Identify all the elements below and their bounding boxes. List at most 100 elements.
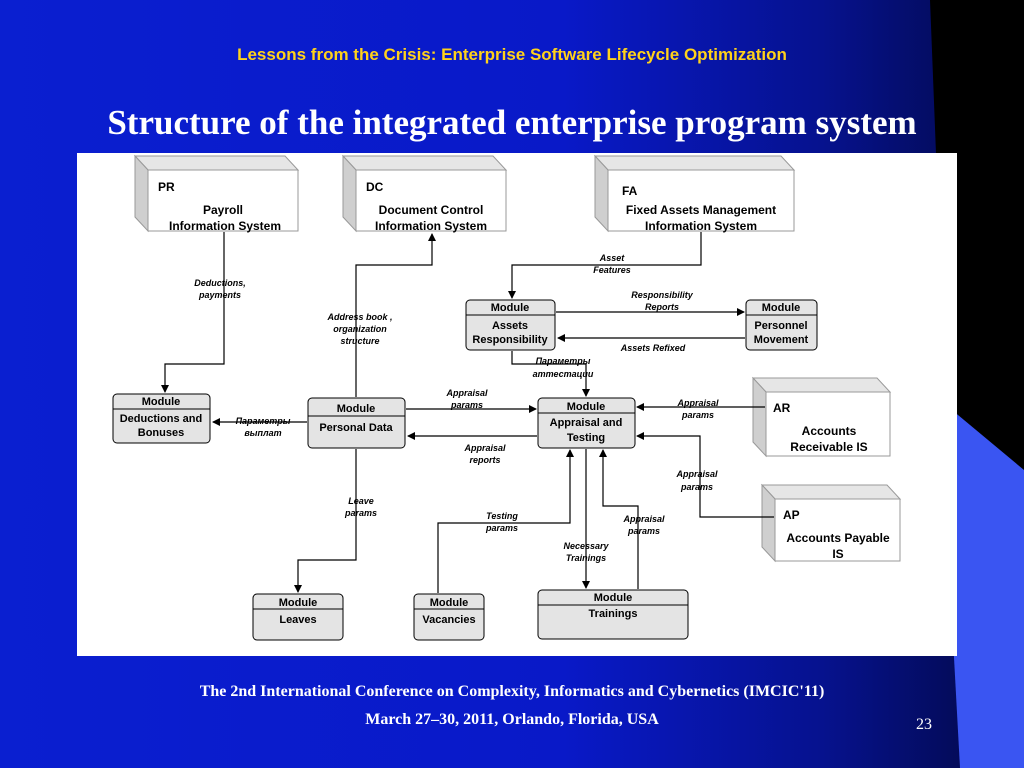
module-deductions-bonuses: Module Deductions and Bonuses: [112, 393, 211, 444]
label-necessary-trainings-1: Necessary: [563, 541, 609, 551]
system-dc-code: DC: [366, 180, 384, 194]
arrow-assets-to-appraisal: [511, 351, 590, 397]
label-responsibility-reports-1: Responsibility: [631, 290, 694, 300]
slide-title: Structure of the integrated enterprise p…: [107, 103, 917, 142]
system-pr-code: PR: [158, 180, 175, 194]
module-appraisal-header: Module: [567, 401, 606, 413]
module-leaves: Module Leaves: [252, 593, 344, 641]
module-trainings-line1: Trainings: [589, 608, 638, 620]
module-deductions-line1: Deductions and: [120, 413, 203, 425]
module-personal-box: [307, 397, 406, 449]
label-assets-refixed: Assets Refixed: [620, 343, 686, 353]
label-asset-features-1: Asset: [599, 253, 626, 263]
label-leave-params-2: params: [344, 508, 377, 518]
arrow-pr-to-deductions: [161, 232, 225, 393]
module-personnel-movement: Module Personnel Movement: [745, 299, 818, 351]
system-fa-top: [593, 155, 796, 171]
arrow-ap-to-appraisal: [636, 432, 774, 518]
label-appraisal-params-ar-1: Appraisal: [676, 398, 719, 408]
system-ap-face: [774, 498, 901, 562]
module-leaves-header: Module: [279, 597, 318, 609]
label-testing-params-2: params: [485, 523, 518, 533]
label-asset-features-2: Features: [593, 265, 631, 275]
label-deductions-payments-1: Deductions,: [194, 278, 246, 288]
label-appraisal-params-tr-2: params: [627, 526, 660, 536]
module-assets-box: [465, 299, 556, 351]
module-appraisal-line1: Appraisal and: [550, 417, 623, 429]
module-personal-line1: Personal Data: [319, 422, 393, 434]
label-address-book-1: Address book ,: [326, 312, 392, 322]
module-assets-line1: Assets: [492, 320, 528, 332]
module-leaves-line1: Leaves: [279, 614, 316, 626]
arrow-personal-to-leaves: [294, 449, 357, 593]
system-fa-side: [594, 154, 609, 233]
system-dc-line1: Document Control: [379, 203, 484, 217]
module-deductions-line2: Bonuses: [138, 427, 184, 439]
label-responsibility-reports-2: Reports: [645, 302, 679, 312]
module-personnel-line1: Personnel: [754, 320, 807, 332]
module-deductions-box: [112, 393, 211, 444]
arrow-vacancies-to-appraisal: [437, 449, 574, 593]
module-personnel-header: Module: [762, 302, 801, 314]
system-fa: FA Fixed Assets Management Information S…: [593, 154, 796, 233]
label-testing-params-1: Testing: [486, 511, 518, 521]
module-personal-data: Module Personal Data: [307, 397, 406, 449]
label-appraisal-params-ap-1: Appraisal: [675, 469, 718, 479]
system-ap-line1: Accounts Payable: [786, 531, 890, 545]
label-params-payments-2: выплат: [244, 428, 281, 438]
label-necessary-trainings-2: Trainings: [566, 553, 606, 563]
light-wedge-shape: [940, 400, 1024, 768]
system-ap-code: AP: [783, 508, 800, 522]
system-fa-code: FA: [622, 184, 638, 198]
module-trainings: Module Trainings: [537, 589, 689, 640]
module-personnel-line2: Movement: [754, 334, 809, 346]
system-dc-top: [341, 155, 508, 171]
module-appraisal-box: [537, 397, 636, 449]
diagram-panel: PR Payroll Information System DC Documen…: [77, 153, 957, 656]
module-personnel-box: [745, 299, 818, 351]
label-leave-params-1: Leave: [348, 496, 374, 506]
footer-conference: The 2nd International Conference on Comp…: [199, 683, 825, 700]
system-pr-face: [147, 169, 299, 232]
system-pr-line1: Payroll: [203, 203, 243, 217]
system-ar-face: [765, 391, 891, 457]
label-params-payments-1: Параметры: [236, 416, 291, 426]
module-vacancies-header: Module: [430, 597, 469, 609]
arrow-trainings-to-appraisal: [599, 449, 639, 589]
arrow-fa-to-assets: [508, 232, 702, 299]
system-ap: AP Accounts Payable IS: [760, 483, 902, 563]
system-pr: PR Payroll Information System: [133, 154, 300, 233]
system-structure-diagram: PR Payroll Information System DC Documen…: [112, 154, 902, 641]
module-appraisal-line2: Testing: [567, 432, 605, 444]
system-fa-face: [607, 169, 795, 232]
system-ar-code: AR: [773, 401, 791, 415]
module-assets-header: Module: [491, 302, 530, 314]
slide-header: Lessons from the Crisis: Enterprise Soft…: [237, 45, 787, 64]
system-ar-side: [752, 376, 767, 458]
label-appraisal-params-left-1: Appraisal: [445, 388, 488, 398]
system-fa-line2: Information System: [645, 219, 757, 233]
arrow-personal-to-dc: [355, 233, 436, 397]
module-vacancies-line1: Vacancies: [422, 614, 475, 626]
system-ar: AR Accounts Receivable IS: [751, 376, 892, 458]
label-params-attest-2: аттестации: [533, 369, 594, 379]
label-address-book-2: organization: [333, 324, 387, 334]
label-appraisal-reports-1: Appraisal: [463, 443, 506, 453]
system-dc-face: [355, 169, 507, 232]
label-params-attest-1: Параметры: [536, 356, 591, 366]
module-trainings-box: [537, 589, 689, 640]
module-vacancies: Module Vacancies: [413, 593, 485, 641]
module-deductions-header: Module: [142, 396, 181, 408]
system-dc-side: [342, 154, 357, 233]
system-ar-top: [751, 377, 892, 393]
page-number: 23: [916, 716, 932, 733]
label-appraisal-params-ap-2: params: [680, 482, 713, 492]
module-vacancies-box: [413, 593, 485, 641]
label-appraisal-params-left-2: params: [450, 400, 483, 410]
label-deductions-payments-2: payments: [198, 290, 241, 300]
module-trainings-header: Module: [594, 592, 633, 604]
module-assets-line2: Responsibility: [472, 334, 548, 346]
system-pr-line2: Information System: [169, 219, 281, 233]
label-appraisal-params-tr-1: Appraisal: [622, 514, 665, 524]
system-dc-line2: Information System: [375, 219, 487, 233]
